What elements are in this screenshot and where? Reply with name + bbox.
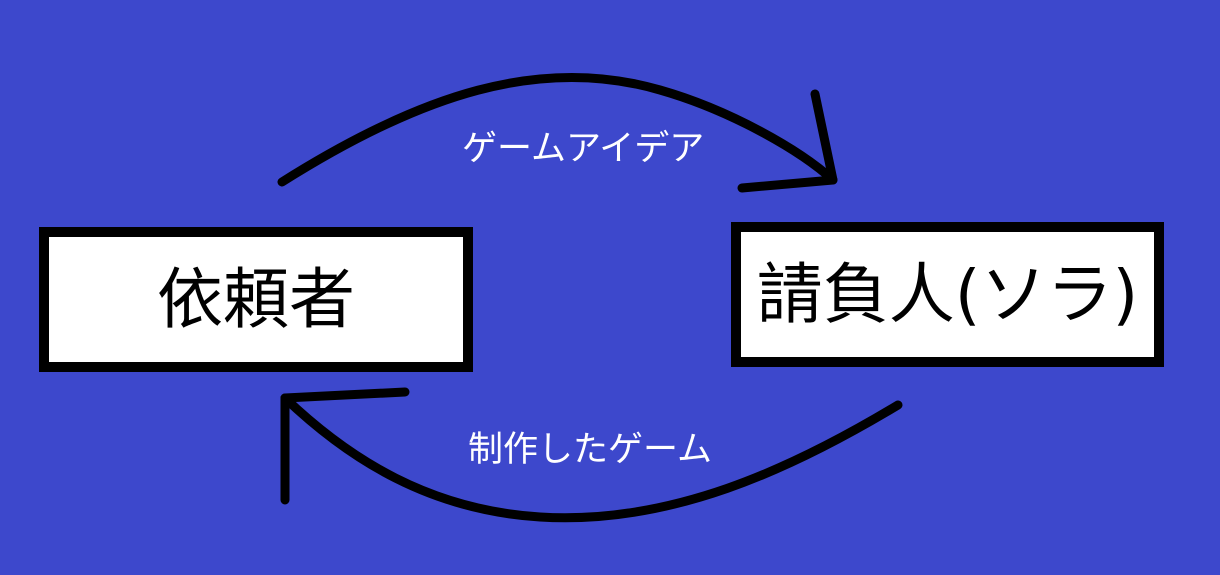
arrow-contractor-to-client [280,387,903,523]
contractor-box: 請負人(ソラ) [731,222,1164,367]
arrow-client-to-contractor [277,72,838,193]
arrow-top-curve [277,72,838,187]
finished-game-label: 制作したゲーム [468,430,712,470]
client-label: 依頼者 [157,260,355,338]
arrow-bottom-head [280,387,410,505]
arrow-top-head [737,89,838,193]
client-box: 依頼者 [39,227,473,372]
contractor-label: 請負人(ソラ) [756,255,1139,333]
game-idea-label: ゲームアイデア [462,129,705,169]
arrow-bottom-curve [280,393,903,523]
